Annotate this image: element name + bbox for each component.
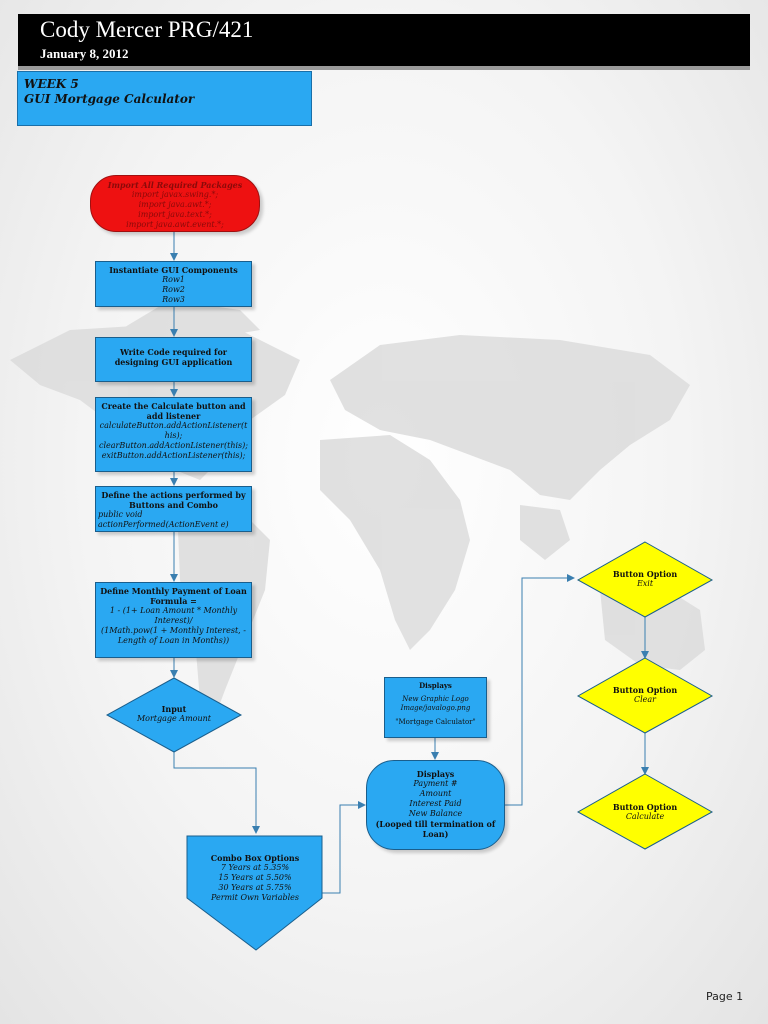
exit-title: Button Option bbox=[612, 569, 678, 579]
import-line-3: import java.text.*; bbox=[138, 210, 212, 219]
formula-title: Define Monthly Payment of Loan Formula = bbox=[100, 586, 247, 606]
define-actions-title: Define the actions performed by Buttons … bbox=[101, 490, 246, 510]
connector-input-combo bbox=[173, 752, 260, 834]
page-header: Cody Mercer PRG/421 January 8, 2012 bbox=[18, 14, 750, 70]
combo-option-4: Permit Own Variables bbox=[210, 893, 300, 902]
import-line-2: import java.awt.*; bbox=[138, 200, 212, 209]
import-packages-title: Import All Required Packages bbox=[107, 180, 243, 190]
combo-option-3: 30 Years at 5.75% bbox=[218, 883, 292, 892]
displays-logo-title: Displays bbox=[419, 681, 452, 690]
import-line-4: import java.awt.event.*; bbox=[126, 220, 224, 229]
instantiate-row-1: Row1 bbox=[162, 275, 185, 284]
results-line-2: Amount bbox=[419, 789, 452, 798]
clear-diamond-shape bbox=[576, 657, 714, 734]
calculate-diamond-shape bbox=[576, 773, 714, 850]
connector-combo-displays bbox=[322, 801, 366, 894]
logo-line-2: Image/javalogo.png bbox=[400, 704, 471, 712]
exit-listener-line: exitButton.addActionListener(this); bbox=[101, 451, 246, 460]
define-actions-node: Define the actions performed by Buttons … bbox=[95, 486, 252, 532]
clear-listener-line: clearButton.addActionListener(this); bbox=[99, 441, 248, 450]
document-date: January 8, 2012 bbox=[40, 46, 129, 61]
results-note: (Looped till termination of Loan) bbox=[375, 819, 496, 839]
instantiate-row-2: Row2 bbox=[162, 285, 185, 294]
instantiate-components-node: Instantiate GUI Components Row1 Row2 Row… bbox=[95, 261, 252, 307]
clear-diamond: Button Option Clear bbox=[595, 685, 695, 705]
clear-title: Button Option bbox=[612, 685, 678, 695]
combo-pentagon-shape bbox=[186, 835, 323, 951]
action-performed-line: public void actionPerformed(ActionEvent … bbox=[98, 510, 229, 529]
logo-line-1: New Graphic Logo bbox=[402, 695, 469, 703]
input-diamond: Input Mortgage Amount bbox=[120, 704, 228, 724]
instantiate-title: Instantiate GUI Components bbox=[109, 265, 238, 275]
calculate-diamond: Button Option Calculate bbox=[595, 802, 695, 822]
combo-title: Combo Box Options bbox=[210, 853, 300, 863]
calc-button-title: Create the Calculate button and add list… bbox=[101, 401, 246, 421]
input-diamond-shape bbox=[105, 677, 243, 753]
page-number: Page 1 bbox=[706, 990, 744, 1003]
write-code-node: Write Code required for designing GUI ap… bbox=[95, 337, 252, 382]
calc-listener-line: calculateButton.addActionListener(this); bbox=[99, 421, 248, 440]
results-line-4: New Balance bbox=[408, 809, 463, 818]
input-line: Mortgage Amount bbox=[136, 714, 212, 723]
displays-results-node: Displays Payment # Amount Interest Paid … bbox=[366, 760, 505, 850]
exit-diamond: Button Option Exit bbox=[595, 569, 695, 589]
import-line-1: import javax.swing.*; bbox=[131, 190, 219, 199]
calculate-button-node: Create the Calculate button and add list… bbox=[95, 397, 252, 472]
displays-logo-node: Displays New Graphic Logo Image/javalogo… bbox=[384, 677, 487, 738]
document-title: Cody Mercer PRG/421 bbox=[40, 17, 254, 42]
formula-line-1: 1 - (1+ Loan Amount * Monthly Interest)/ bbox=[109, 606, 238, 625]
formula-line-2: (1Math.pow(1 + Monthly Interest, - Lengt… bbox=[101, 626, 246, 645]
exit-diamond-shape bbox=[576, 541, 714, 618]
combo-option-1: 7 Years at 5.35% bbox=[220, 863, 290, 872]
week-title-box: WEEK 5 GUI Mortgage Calculator bbox=[17, 71, 312, 126]
calculate-title: Button Option bbox=[612, 802, 678, 812]
results-line-3: Interest Paid bbox=[409, 799, 462, 808]
exit-line: Exit bbox=[636, 579, 654, 588]
write-code-title: Write Code required for designing GUI ap… bbox=[114, 347, 233, 367]
connector-displays-exit bbox=[505, 574, 575, 806]
input-title: Input bbox=[161, 704, 187, 714]
displays-results-title: Displays bbox=[416, 769, 455, 779]
instantiate-row-3: Row3 bbox=[162, 295, 185, 304]
combo-option-2: 15 Years at 5.50% bbox=[218, 873, 292, 882]
combo-box-options: Combo Box Options 7 Years at 5.35% 15 Ye… bbox=[190, 853, 320, 903]
logo-line-3: "Mortgage Calculator" bbox=[395, 718, 476, 726]
results-line-1: Payment # bbox=[413, 779, 458, 788]
week-subtitle: GUI Mortgage Calculator bbox=[24, 92, 195, 106]
clear-line: Clear bbox=[633, 695, 656, 704]
import-packages-node: Import All Required Packages import java… bbox=[90, 175, 260, 232]
week-number: WEEK 5 bbox=[24, 77, 79, 91]
payment-formula-node: Define Monthly Payment of Loan Formula =… bbox=[95, 582, 252, 658]
calculate-line: Calculate bbox=[625, 812, 665, 821]
